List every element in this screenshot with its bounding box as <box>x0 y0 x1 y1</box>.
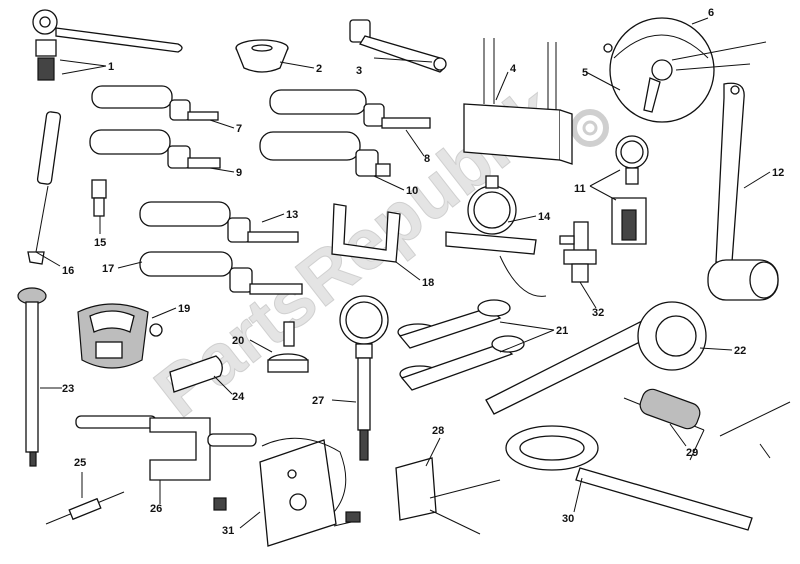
tool-26-frame <box>75 415 257 481</box>
label-17: 17 <box>102 263 114 275</box>
label-9: 9 <box>236 167 242 179</box>
label-24: 24 <box>232 391 245 403</box>
label-28: 28 <box>432 425 444 437</box>
tool-21-spanners <box>397 299 525 391</box>
tool-1-spanner <box>32 9 183 81</box>
label-13: 13 <box>286 209 298 221</box>
tool-7-puller <box>91 85 219 121</box>
label-7: 7 <box>236 123 242 135</box>
tool-13-puller <box>139 201 299 243</box>
tool-23-rod <box>17 287 47 467</box>
tool-3-spanner <box>349 19 447 73</box>
label-2: 2 <box>316 63 322 75</box>
tool-32-plug <box>559 221 597 283</box>
label-11: 11 <box>574 183 586 195</box>
tool-25-driver <box>45 491 125 525</box>
part-numbers: 1 2 3 4 5 6 7 8 9 10 11 12 13 14 15 16 1… <box>62 7 784 537</box>
tool-20-nut <box>267 321 309 373</box>
tool-19-gauge-head <box>77 303 163 369</box>
label-19: 19 <box>178 303 190 315</box>
tool-11-dial-gauge <box>611 135 649 245</box>
tool-12-hook-spanner <box>707 82 779 301</box>
tool-28-bracket <box>395 457 501 535</box>
label-15: 15 <box>94 237 106 249</box>
tool-8-puller <box>269 89 431 129</box>
tool-16-rod <box>27 111 62 265</box>
label-25: 25 <box>74 457 86 469</box>
tool-2-socket <box>235 39 289 73</box>
tool-6-bars <box>603 41 767 71</box>
tool-24-pin <box>169 355 223 393</box>
label-14: 14 <box>538 211 551 223</box>
label-1: 1 <box>108 61 114 73</box>
label-12: 12 <box>772 167 784 179</box>
tool-9-puller <box>89 129 221 169</box>
tool-4-stand <box>463 38 573 165</box>
label-20: 20 <box>232 335 244 347</box>
gear-watermark-icon <box>571 109 609 147</box>
label-6: 6 <box>708 7 714 19</box>
tool-29-puller-bar <box>623 388 791 461</box>
label-22: 22 <box>734 345 746 357</box>
tool-17-puller <box>139 251 303 295</box>
tool-22-ring-spanner <box>485 301 707 415</box>
label-5: 5 <box>582 67 588 79</box>
label-30: 30 <box>562 513 574 525</box>
label-8: 8 <box>424 153 430 165</box>
tool-30-ring-tool <box>505 425 753 531</box>
label-23: 23 <box>62 383 74 395</box>
tool-27-dial-indicator <box>339 295 389 461</box>
label-29: 29 <box>686 447 698 459</box>
label-21: 21 <box>556 325 568 337</box>
tool-10-puller <box>259 131 391 177</box>
label-27: 27 <box>312 395 324 407</box>
label-4: 4 <box>510 63 517 75</box>
label-3: 3 <box>356 65 362 77</box>
tool-15-plug <box>91 179 107 217</box>
label-31: 31 <box>222 525 234 537</box>
tool-5-degree-wheel <box>609 17 715 123</box>
tool-18-bracket <box>331 203 401 263</box>
label-32: 32 <box>592 307 604 319</box>
label-18: 18 <box>422 277 434 289</box>
label-10: 10 <box>406 185 418 197</box>
label-26: 26 <box>150 503 162 515</box>
leader-lines <box>35 17 771 529</box>
tool-31-control-box <box>213 437 361 547</box>
tool-14-dial-bar <box>445 175 547 297</box>
label-16: 16 <box>62 265 74 277</box>
